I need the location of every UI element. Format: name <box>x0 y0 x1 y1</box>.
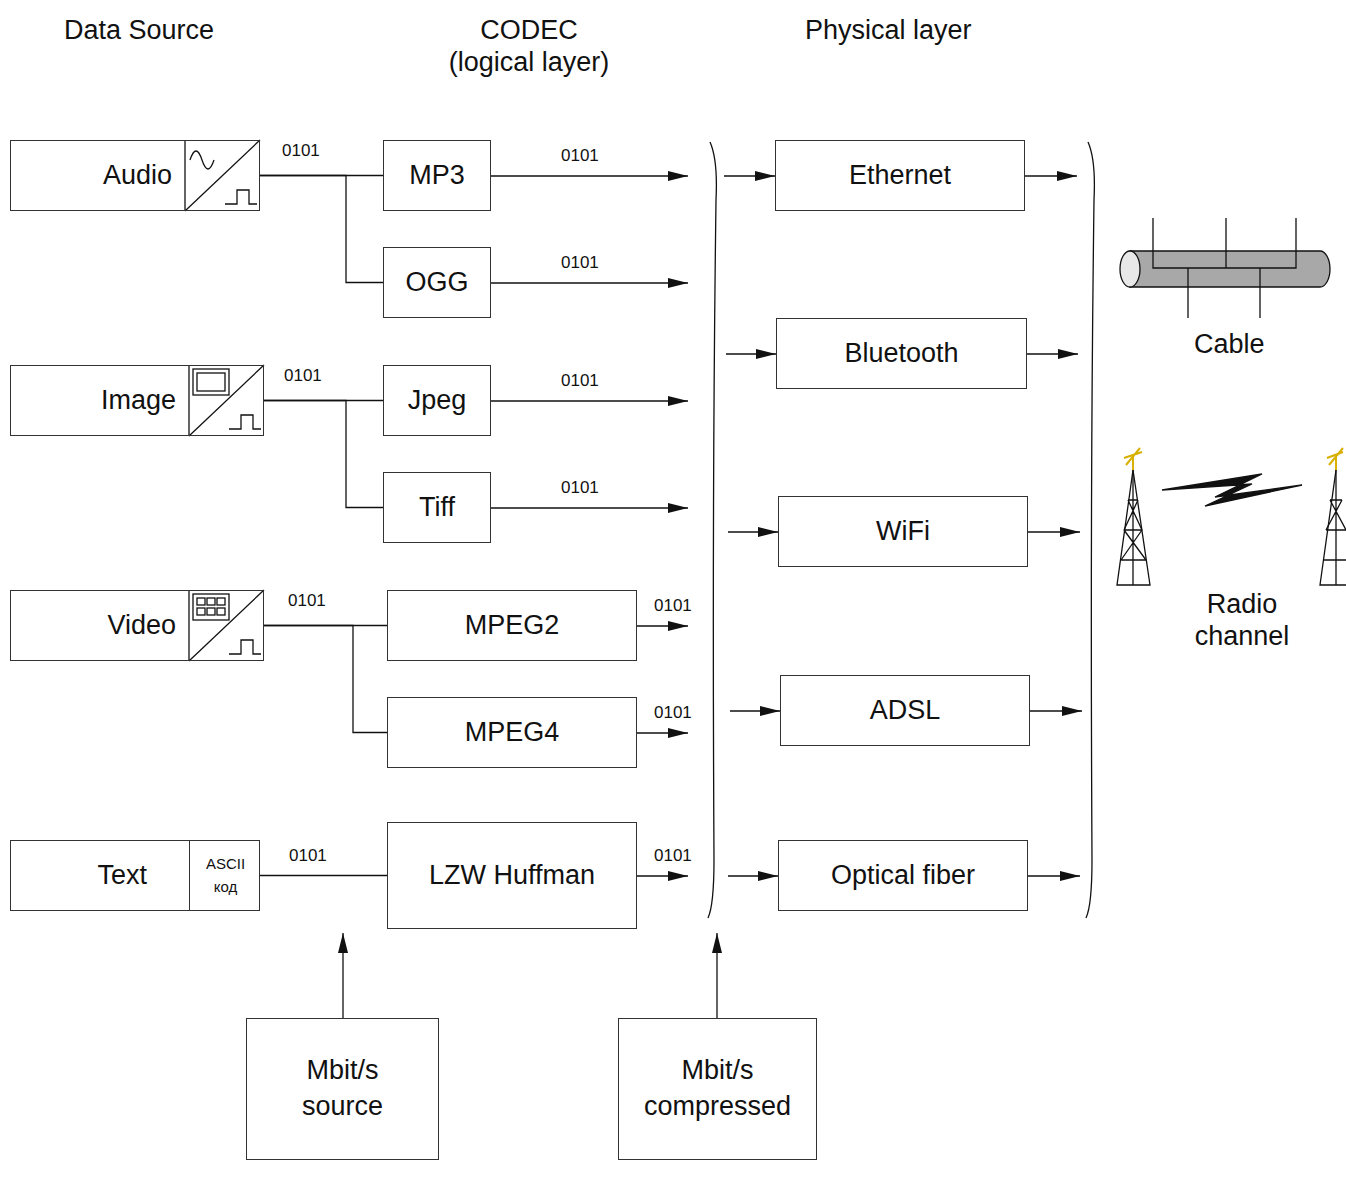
output-arrow <box>1028 875 1080 876</box>
adc-icon <box>185 140 260 211</box>
rate-box: Mbit/s source <box>246 1018 439 1160</box>
signal-label: 0101 <box>559 146 601 166</box>
node-text: Bluetooth <box>844 336 958 372</box>
pointer-arrow <box>342 933 343 1018</box>
node-text: Ethernet <box>849 158 951 194</box>
codec-box: MPEG4 <box>387 697 637 768</box>
node-text: Jpeg <box>408 383 467 419</box>
bracket <box>1086 142 1094 918</box>
node-text: ADSL <box>870 693 941 729</box>
output-arrow <box>491 507 688 508</box>
source-box: Text ASCII код <box>10 840 260 911</box>
output-arrow <box>1030 710 1082 711</box>
output-arrow <box>1025 175 1077 176</box>
codec-box: LZW Huffman <box>387 822 637 929</box>
node-text: Image <box>101 383 176 419</box>
source-box: Image <box>10 365 264 436</box>
signal-line <box>264 626 387 733</box>
input-arrow <box>728 875 778 876</box>
rate-box: Mbit/s compressed <box>618 1018 817 1160</box>
input-arrow <box>728 531 778 532</box>
codec-box: MPEG2 <box>387 590 637 661</box>
physical-box: Ethernet <box>775 140 1025 211</box>
signal-line <box>260 176 383 283</box>
edge-label: 0101 <box>286 591 328 611</box>
signal-label: 0101 <box>652 703 694 723</box>
heading-label: Data Source <box>62 14 266 46</box>
codec-box: OGG <box>383 247 491 318</box>
heading-label: Physical layer <box>803 14 1007 46</box>
node-text: LZW Huffman <box>429 858 595 894</box>
output-arrow <box>1028 531 1080 532</box>
signal-label: 0101 <box>652 596 694 616</box>
cable-illustration <box>1120 218 1330 318</box>
node-text: Mbit/s compressed <box>628 1053 808 1125</box>
node-text: Mbit/s source <box>268 1053 418 1125</box>
pointer-arrow <box>716 933 717 1018</box>
node-text: OGG <box>405 265 468 301</box>
input-arrow <box>724 175 775 176</box>
physical-box: Bluetooth <box>776 318 1027 389</box>
source-box: Audio <box>10 140 260 211</box>
output-arrow <box>637 875 688 876</box>
heading-label: Radio channel <box>1180 588 1304 653</box>
node-text: Text <box>97 858 147 894</box>
node-text: MPEG2 <box>465 608 560 644</box>
heading-label: CODEC (logical layer) <box>432 14 626 79</box>
output-arrow <box>491 282 688 283</box>
signal-label: 0101 <box>559 478 601 498</box>
source-box: Video <box>10 590 264 661</box>
edge-label: 0101 <box>280 141 322 161</box>
codec-box: MP3 <box>383 140 491 211</box>
input-arrow <box>726 353 776 354</box>
signal-line <box>260 875 387 876</box>
node-text: ASCII код <box>196 853 256 898</box>
signal-label: 0101 <box>652 846 694 866</box>
physical-box: Optical fiber <box>778 840 1028 911</box>
output-arrow <box>491 400 688 401</box>
output-arrow <box>637 732 688 733</box>
node-text: Tiff <box>419 490 455 526</box>
node-text: MPEG4 <box>465 715 560 751</box>
signal-line <box>264 401 383 508</box>
adc-icon <box>189 590 264 661</box>
radio-link <box>1162 474 1302 506</box>
edge-label: 0101 <box>282 366 324 386</box>
edge-label: 0101 <box>287 846 329 866</box>
physical-box: WiFi <box>778 496 1028 567</box>
codec-box: Jpeg <box>383 365 491 436</box>
encoding-box: ASCII код <box>189 840 261 911</box>
adc-icon <box>189 365 264 436</box>
node-text: WiFi <box>876 514 930 550</box>
radio-tower <box>1320 448 1346 585</box>
node-text: MP3 <box>409 158 465 194</box>
output-arrow <box>1027 353 1078 354</box>
signal-label: 0101 <box>559 253 601 273</box>
node-text: Audio <box>103 158 172 194</box>
heading-label: Cable <box>1192 328 1267 360</box>
radio-tower <box>1117 448 1150 585</box>
node-text: Optical fiber <box>831 858 975 894</box>
signal-label: 0101 <box>559 371 601 391</box>
node-text: Video <box>107 608 176 644</box>
bracket <box>708 142 716 918</box>
output-arrow <box>637 625 688 626</box>
physical-box: ADSL <box>780 675 1030 746</box>
output-arrow <box>491 175 688 176</box>
codec-box: Tiff <box>383 472 491 543</box>
input-arrow <box>730 710 780 711</box>
